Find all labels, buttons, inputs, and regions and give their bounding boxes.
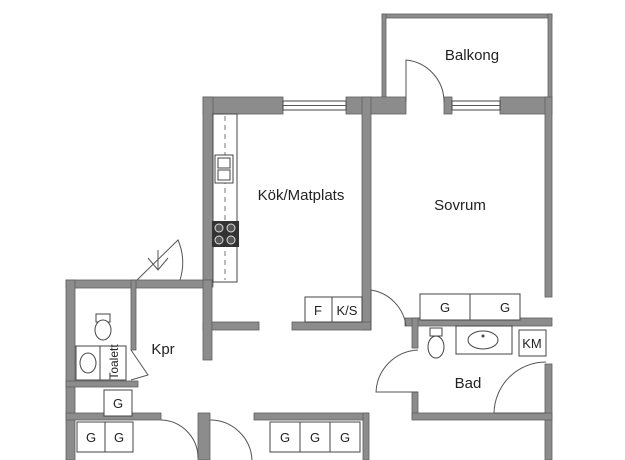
fridge-label: F <box>314 303 322 318</box>
washer-label: KM <box>522 336 542 351</box>
room-label-bedroom: Sovrum <box>434 197 486 214</box>
wardrobe-label: G <box>340 430 350 445</box>
fixtures <box>75 293 547 453</box>
kitchen-counter <box>212 113 239 283</box>
room-label-kitchen: Kök/Matplats <box>258 187 345 204</box>
doors <box>130 59 547 460</box>
wardrobe-label: G <box>500 300 510 315</box>
wardrobe-label: G <box>113 396 123 411</box>
room-label-closet: Kpr <box>151 341 174 358</box>
wardrobe-label: G <box>280 430 290 445</box>
walls <box>65 13 553 460</box>
fridge-freezer-label: K/S <box>337 303 358 318</box>
room-label-toilet: Toalett <box>107 344 121 380</box>
wardrobe-label: G <box>440 300 450 315</box>
wardrobe-label: G <box>114 430 124 445</box>
room-label-balcony: Balkong <box>445 47 499 64</box>
room-label-bath: Bad <box>455 375 482 392</box>
wardrobe-label: G <box>310 430 320 445</box>
windows <box>282 100 501 111</box>
wardrobe-label: G <box>86 430 96 445</box>
